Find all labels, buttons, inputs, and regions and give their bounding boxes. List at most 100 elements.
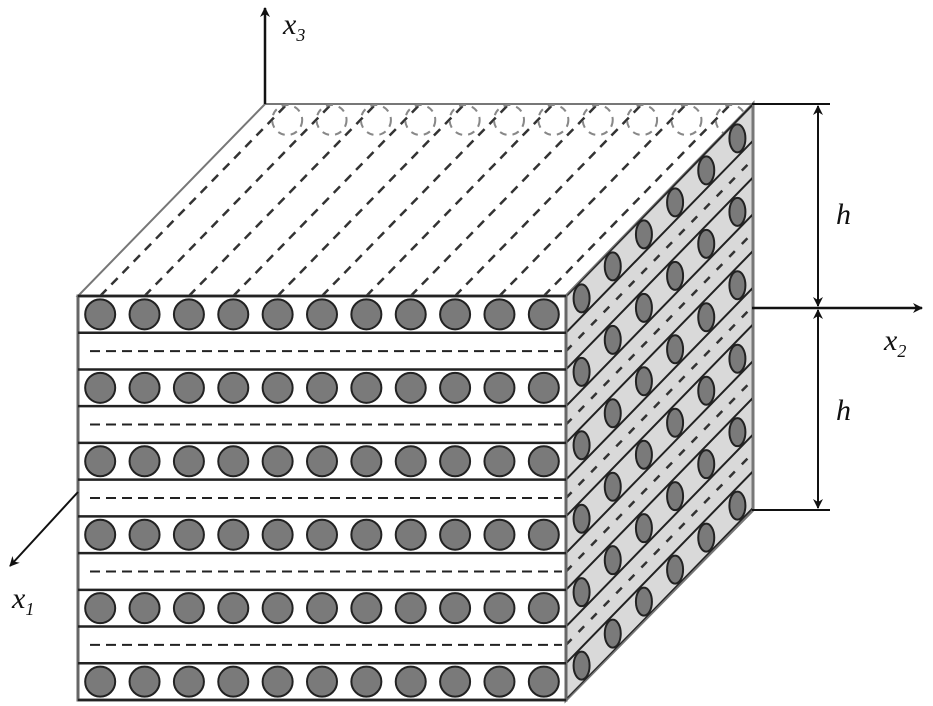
top-fiber-dashed-line <box>542 104 732 296</box>
right-fiber-ellipse <box>603 545 622 576</box>
front-fiber-circle <box>306 592 338 625</box>
top-fiber-end-dashed-circle <box>670 104 703 136</box>
right-layer-boundary <box>566 360 752 554</box>
front-fiber-circle <box>394 665 427 698</box>
right-layer-boundary <box>566 323 752 518</box>
top-fiber-dashed-line <box>276 104 466 296</box>
front-fiber-circle <box>217 665 250 698</box>
top-fiber-end-dashed-circle <box>448 104 481 136</box>
top-fiber-end-dashed-circle <box>537 104 570 136</box>
right-matrix-dashed-line <box>566 452 752 646</box>
front-fiber-circle <box>261 371 294 404</box>
right-fiber-ellipse <box>697 522 716 553</box>
front-fiber-circle <box>128 518 161 551</box>
right-fiber-ellipse <box>634 219 653 250</box>
front-fiber-circle <box>172 592 205 625</box>
front-fiber-circle <box>350 665 383 698</box>
front-fiber-circle <box>128 298 161 331</box>
front-fiber-circle <box>394 371 427 404</box>
front-fiber-circle <box>483 592 516 625</box>
front-fiber-circle <box>483 665 516 698</box>
right-fiber-ellipse <box>697 302 716 333</box>
h-label-lower: h <box>836 394 851 427</box>
right-fiber-ellipse <box>697 155 716 186</box>
right-fiber-ellipse <box>697 449 716 480</box>
right-fiber-ellipse <box>634 292 653 323</box>
front-fiber-circle <box>394 298 427 331</box>
right-fiber-ellipse <box>634 586 653 617</box>
front-fiber-circle <box>350 371 383 404</box>
front-fiber-circle <box>483 518 516 551</box>
right-matrix-dashed-line <box>566 158 752 352</box>
top-fiber-dashed-line <box>99 104 289 296</box>
front-fiber-circle <box>84 445 117 478</box>
front-fiber-circle <box>128 592 161 625</box>
front-fiber-circle <box>84 592 117 625</box>
right-layer-boundary <box>566 213 752 407</box>
right-layer-boundary <box>566 397 752 591</box>
front-fiber-circle <box>84 665 117 698</box>
x1-axis-arrow <box>9 491 79 567</box>
right-fiber-ellipse <box>603 398 622 429</box>
top-fiber-end-dashed-circle <box>359 104 392 136</box>
right-matrix-dashed-line <box>566 305 752 499</box>
front-fiber-circle <box>350 298 383 331</box>
front-fiber-circle <box>527 445 560 478</box>
front-fiber-circle <box>128 445 161 478</box>
thickness-dimensions: h h <box>752 103 851 511</box>
right-fiber-ellipse <box>572 503 591 534</box>
right-face <box>564 100 755 704</box>
right-layer-boundary <box>566 250 752 444</box>
front-fiber-circle <box>172 371 205 404</box>
front-fiber-circle <box>527 371 560 404</box>
front-fiber-circle <box>128 665 161 698</box>
x3-label: x3 <box>282 8 305 45</box>
front-fiber-circle <box>306 371 338 404</box>
right-fiber-ellipse <box>728 417 747 448</box>
top-fiber-end-dashed-circle <box>581 104 614 136</box>
top-fiber-end-dashed-circle <box>271 104 304 136</box>
top-fiber-dashed-line <box>232 104 422 296</box>
right-fiber-ellipse <box>572 430 591 461</box>
front-fiber-circle <box>261 298 294 331</box>
front-fiber-circle <box>261 518 294 551</box>
front-fiber-circle <box>439 298 472 331</box>
right-layer-boundary <box>566 507 752 700</box>
right-fiber-ellipse <box>697 228 716 259</box>
front-fiber-circle <box>217 592 250 625</box>
top-fiber-end-dashed-circle <box>404 104 437 136</box>
front-fiber-circle <box>217 445 250 478</box>
h-label-upper: h <box>836 198 851 231</box>
right-fiber-ellipse <box>728 490 747 521</box>
axes: x3 x2 x1 <box>9 7 923 619</box>
front-fiber-circle <box>261 592 294 625</box>
front-fiber-circle <box>439 665 472 698</box>
right-fiber-ellipse <box>634 513 653 544</box>
front-fiber-circle <box>483 298 516 331</box>
x2-label-sub: 2 <box>897 341 906 361</box>
right-fiber-ellipse <box>572 356 591 387</box>
front-fiber-circle <box>527 592 560 625</box>
front-fiber-circle <box>84 371 117 404</box>
front-fiber-circle <box>439 445 472 478</box>
front-fiber-circle <box>128 371 161 404</box>
x2-label: x2 <box>883 324 906 361</box>
right-fiber-ellipse <box>728 343 747 374</box>
right-layer-boundary <box>566 470 752 664</box>
right-fiber-ellipse <box>728 196 747 227</box>
front-fiber-circle <box>306 445 338 478</box>
front-fiber-circle <box>394 592 427 625</box>
right-layer-boundary <box>566 176 752 371</box>
front-fiber-circle <box>172 665 205 698</box>
right-fiber-ellipse <box>666 334 685 365</box>
front-fiber-circle <box>172 518 205 551</box>
front-fiber-circle <box>350 518 383 551</box>
right-matrix-dashed-line <box>566 231 752 426</box>
right-fiber-ellipse <box>666 407 685 438</box>
top-face <box>75 103 756 297</box>
front-fiber-circle <box>306 298 338 331</box>
right-fiber-ellipse <box>572 650 591 681</box>
front-fiber-circle <box>394 445 427 478</box>
front-fiber-circle <box>217 371 250 404</box>
front-fiber-circle <box>306 518 338 551</box>
